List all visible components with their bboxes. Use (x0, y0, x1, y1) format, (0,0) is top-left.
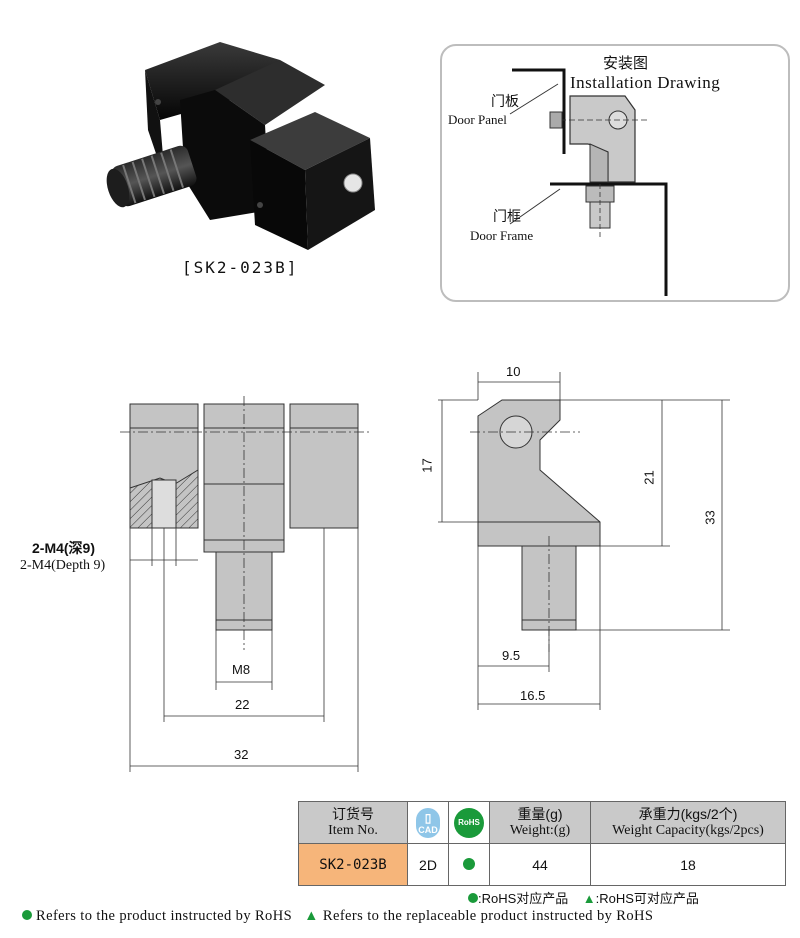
dim-32: 32 (234, 747, 249, 762)
green-dot-icon (468, 893, 478, 903)
table-header-row: 订货号 Item No. ▯CAD RoHS 重量(g) Weight:(g) … (298, 801, 786, 844)
door-frame-label-en: Door Frame (470, 228, 534, 243)
green-triangle-icon: ▲ (304, 908, 319, 924)
threaded-stud (106, 145, 197, 208)
dim-9-5: 9.5 (502, 648, 521, 663)
header-weight: 重量(g) Weight:(g) (489, 801, 591, 844)
installation-panel (440, 44, 790, 302)
table-row: SK2-023B 2D 44 18 (298, 843, 786, 886)
thread-label-cn: 2-M4(深9) (32, 540, 96, 556)
installation-drawing (509, 68, 668, 296)
dim-21: 21 (641, 470, 657, 485)
cad-icon: ▯CAD (416, 807, 440, 838)
thread-label-en: 2-M4(Depth 9) (20, 558, 106, 573)
installation-title-cn: 安装图 (603, 55, 649, 72)
dim-17: 17 (419, 458, 435, 473)
cell-item-no: SK2-023B (298, 843, 408, 886)
cell-cad: 2D (407, 843, 449, 886)
header-item-no: 订货号 Item No. (298, 801, 408, 844)
spec-table: 订货号 Item No. ▯CAD RoHS 重量(g) Weight:(g) … (298, 801, 786, 886)
green-dot-icon (22, 910, 32, 920)
dim-22: 22 (235, 697, 250, 712)
cell-capacity: 18 (590, 843, 786, 886)
dim-10: 10 (506, 364, 521, 379)
rohs-dot-icon (463, 857, 475, 870)
green-triangle-icon: ▲ (582, 891, 596, 906)
cell-rohs (448, 843, 490, 886)
dim-16-5: 16.5 (520, 688, 546, 703)
legend-cn: :RoHS对应产品 ▲:RoHS可对应产品 (468, 888, 699, 907)
front-view-drawing (120, 396, 370, 772)
side-view-drawing (438, 372, 730, 710)
dim-m8: M8 (232, 662, 251, 677)
product-photo (106, 42, 375, 250)
installation-title-en: Installation Drawing (570, 73, 721, 92)
rohs-icon: RoHS (454, 807, 484, 838)
door-frame-label-cn: 门框 (493, 208, 521, 224)
door-panel-label-cn: 门板 (491, 93, 519, 109)
dim-33: 33 (702, 510, 718, 525)
product-caption: [SK2-023B] (182, 258, 299, 277)
door-panel-label-en: Door Panel (448, 112, 507, 127)
header-rohs: RoHS (448, 801, 490, 844)
header-capacity: 承重力(kgs/2个) Weight Capacity(kgs/2pcs) (590, 801, 786, 844)
legend-en: Refers to the product instructed by RoHS… (22, 908, 653, 925)
header-cad: ▯CAD (407, 801, 449, 844)
cell-weight: 44 (489, 843, 591, 886)
